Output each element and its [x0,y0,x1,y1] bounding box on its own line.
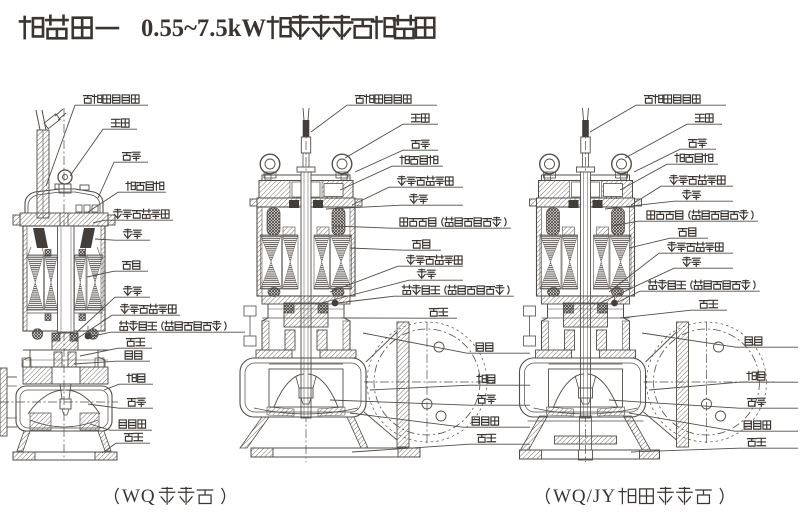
svg-text:WQ: WQ [122,486,156,507]
svg-text:0.55~7.5kW: 0.55~7.5kW [141,13,266,42]
svg-text:WQ/JY: WQ/JY [553,486,616,507]
